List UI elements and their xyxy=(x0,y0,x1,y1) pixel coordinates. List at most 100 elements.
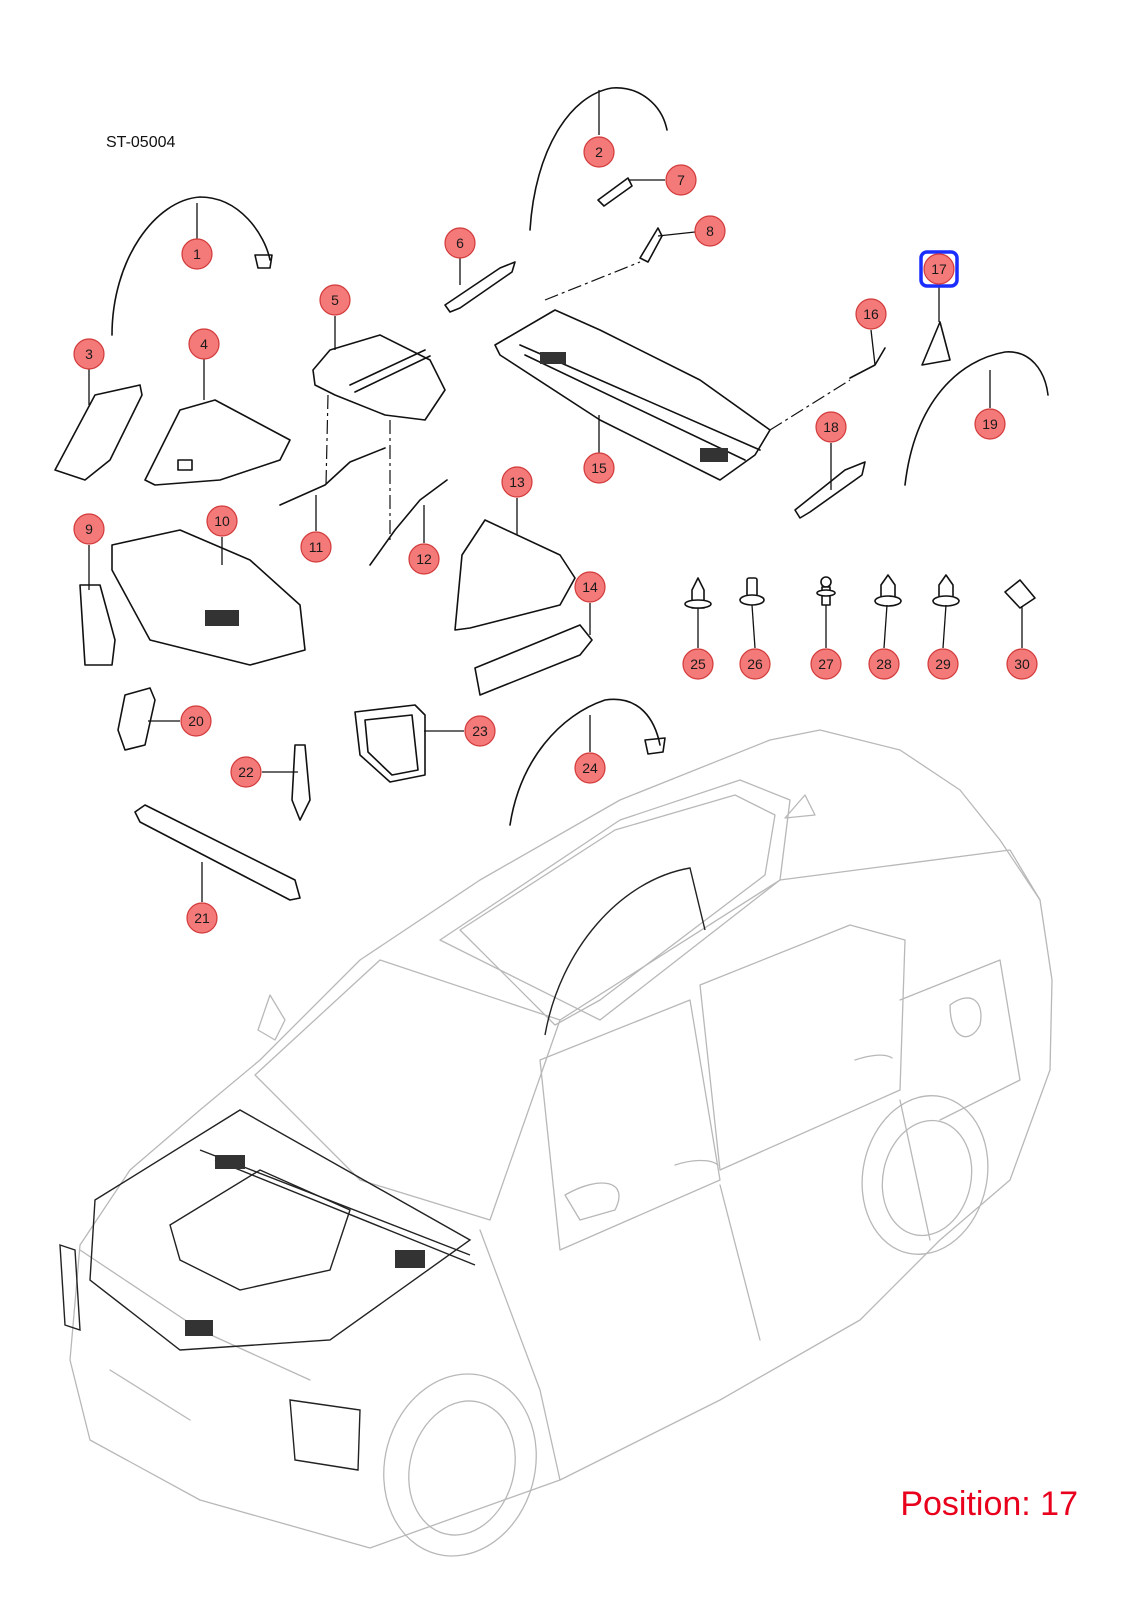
part-19-arch xyxy=(904,351,1049,486)
part-2-arch xyxy=(529,87,668,231)
callout-23[interactable]: 23 xyxy=(464,715,496,747)
callout-19[interactable]: 19 xyxy=(974,408,1006,440)
callout-4[interactable]: 4 xyxy=(188,328,220,360)
svg-text:19: 19 xyxy=(982,416,998,432)
svg-text:12: 12 xyxy=(416,551,432,567)
part-22 xyxy=(291,744,311,821)
part-8 xyxy=(639,227,663,263)
svg-text:25: 25 xyxy=(690,656,706,672)
part-14 xyxy=(474,624,593,696)
callout-10[interactable]: 10 xyxy=(206,505,238,537)
svg-text:21: 21 xyxy=(194,910,210,926)
part-29-clip xyxy=(932,574,960,607)
leader-lines xyxy=(88,90,1023,902)
callout-5[interactable]: 5 xyxy=(319,284,351,316)
part-1-tab xyxy=(254,254,273,269)
callout-20[interactable]: 20 xyxy=(180,705,212,737)
svg-text:1: 1 xyxy=(193,246,201,262)
part-7 xyxy=(597,177,633,207)
svg-text:10: 10 xyxy=(214,513,230,529)
callout-29[interactable]: 29 xyxy=(927,648,959,680)
svg-text:6: 6 xyxy=(456,235,464,251)
callout-17[interactable]: 17 xyxy=(919,250,959,288)
svg-text:13: 13 xyxy=(509,474,525,490)
callout-7[interactable]: 7 xyxy=(665,164,697,196)
svg-text:7: 7 xyxy=(677,172,685,188)
callout-2[interactable]: 2 xyxy=(583,136,615,168)
callout-3[interactable]: 3 xyxy=(73,338,105,370)
svg-text:14: 14 xyxy=(582,579,598,595)
callout-27[interactable]: 27 xyxy=(810,648,842,680)
callout-28[interactable]: 28 xyxy=(868,648,900,680)
svg-text:22: 22 xyxy=(238,764,254,780)
svg-text:23: 23 xyxy=(472,723,488,739)
svg-text:26: 26 xyxy=(747,656,763,672)
svg-text:3: 3 xyxy=(85,346,93,362)
svg-text:29: 29 xyxy=(935,656,951,672)
svg-text:2: 2 xyxy=(595,144,603,160)
part-13 xyxy=(454,519,576,631)
callout-25[interactable]: 25 xyxy=(682,648,714,680)
callout-18[interactable]: 18 xyxy=(815,411,847,443)
svg-text:5: 5 xyxy=(331,292,339,308)
callout-13[interactable]: 13 xyxy=(501,466,533,498)
installed-parts xyxy=(59,867,706,1471)
svg-text:27: 27 xyxy=(818,656,834,672)
part-3 xyxy=(54,384,143,481)
callout-22[interactable]: 22 xyxy=(230,756,262,788)
svg-text:20: 20 xyxy=(188,713,204,729)
callout-12[interactable]: 12 xyxy=(408,543,440,575)
part-10 xyxy=(111,529,306,666)
selected-highlight xyxy=(919,250,959,288)
callout-16[interactable]: 16 xyxy=(855,298,887,330)
part-1-arch xyxy=(111,196,271,336)
part-4 xyxy=(144,399,291,486)
callout-6[interactable]: 6 xyxy=(444,227,476,259)
position-caption: Position: 17 xyxy=(900,1485,1078,1523)
part-21 xyxy=(134,804,301,901)
part-12 xyxy=(369,479,448,566)
svg-text:30: 30 xyxy=(1014,656,1030,672)
svg-text:17: 17 xyxy=(931,261,947,277)
part-9 xyxy=(79,584,116,666)
part-28-clip xyxy=(874,574,902,607)
part-30-nut xyxy=(1004,579,1036,609)
callout-30[interactable]: 30 xyxy=(1006,648,1038,680)
callout-14[interactable]: 14 xyxy=(574,571,606,603)
svg-text:16: 16 xyxy=(863,306,879,322)
callout-11[interactable]: 11 xyxy=(300,531,332,563)
parts xyxy=(54,87,1049,901)
part-17 xyxy=(921,321,951,366)
callout-15[interactable]: 15 xyxy=(583,452,615,484)
svg-text:9: 9 xyxy=(85,521,93,537)
part-25-clip xyxy=(684,577,712,609)
part-4-slot xyxy=(177,459,193,471)
svg-text:8: 8 xyxy=(706,223,714,239)
callout-26[interactable]: 26 xyxy=(739,648,771,680)
callout-24[interactable]: 24 xyxy=(574,752,606,784)
callouts: 1 2 3 4 5 6 7 8 9 10 11 12 13 14 15 16 1… xyxy=(73,136,1038,934)
part-24-arch xyxy=(509,698,661,826)
callout-21[interactable]: 21 xyxy=(186,902,218,934)
part-20 xyxy=(117,687,156,751)
diagram-code: ST-05004 xyxy=(106,134,175,151)
part-27-pin xyxy=(816,576,836,606)
svg-text:28: 28 xyxy=(876,656,892,672)
svg-text:11: 11 xyxy=(309,539,324,555)
svg-text:4: 4 xyxy=(200,336,208,352)
callout-1[interactable]: 1 xyxy=(181,238,213,270)
callout-8[interactable]: 8 xyxy=(694,215,726,247)
callout-9[interactable]: 9 xyxy=(73,513,105,545)
svg-text:15: 15 xyxy=(591,460,607,476)
part-18 xyxy=(794,461,866,519)
part-16 xyxy=(849,347,886,379)
part-23 xyxy=(354,704,426,783)
vehicle-outline xyxy=(69,729,1053,1557)
svg-text:24: 24 xyxy=(582,760,598,776)
connection-lines xyxy=(325,261,851,540)
part-11 xyxy=(279,447,386,506)
part-5 xyxy=(312,334,446,421)
part-26-screw xyxy=(739,577,765,606)
svg-text:18: 18 xyxy=(823,419,839,435)
